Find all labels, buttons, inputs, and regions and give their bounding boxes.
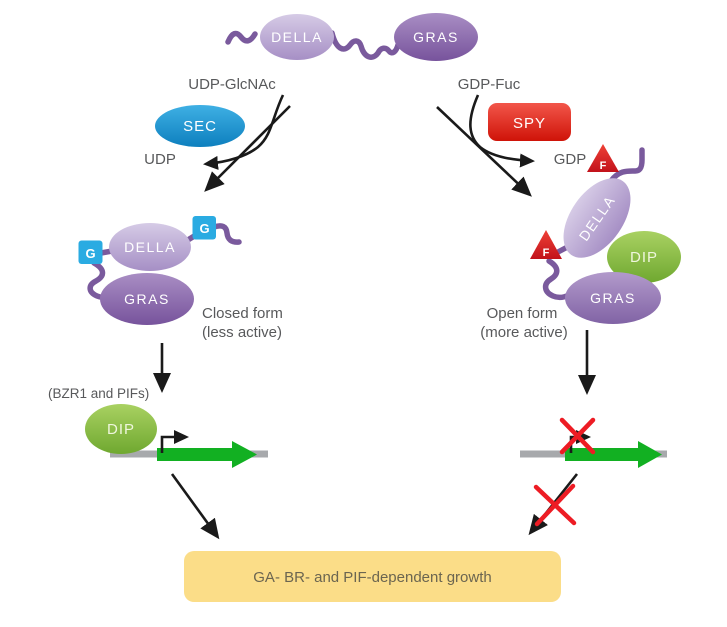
left-promoter-arrow	[160, 430, 189, 453]
open-linker-squiggle	[542, 258, 578, 301]
closed-form-line1: Closed form	[202, 305, 283, 322]
right-promoter-arrow	[569, 430, 591, 453]
bzr1-pifs-note: (BZR1 and PIFs)	[48, 386, 149, 401]
left-reaction: UDP-GlcNAc SEC UDP	[144, 76, 291, 192]
closed-gras-node	[100, 273, 194, 325]
sec-label: SEC	[183, 118, 217, 135]
open-form-line1: Open form	[487, 305, 558, 322]
glcnac-tag-left	[78, 240, 103, 264]
gdp-label: GDP	[554, 151, 587, 168]
glcnac-tag-right	[192, 216, 216, 240]
fucose-tag-bottom	[530, 230, 562, 259]
della-node	[260, 14, 334, 60]
right-gene-schematic	[520, 417, 667, 536]
glcnac-tag-right-label: G	[199, 221, 209, 236]
closed-gras-label: GRAS	[124, 291, 170, 307]
n-terminal-squiggle	[225, 30, 258, 45]
open-dip-label: DIP	[630, 249, 658, 266]
open-hook-squiggle	[608, 147, 645, 184]
gras-node	[394, 13, 478, 61]
open-della-group: DELLA	[563, 178, 631, 258]
open-della-node	[563, 178, 631, 258]
glcnac-tag-left-label: G	[85, 246, 95, 261]
promoter-blocked-x-icon	[559, 417, 596, 455]
della-label: DELLA	[271, 29, 323, 45]
closed-della-label: DELLA	[124, 239, 176, 255]
fucose-tag-top	[587, 144, 619, 172]
outcome-label: GA- BR- and PIF-dependent growth	[253, 569, 491, 586]
spy-enzyme-node	[488, 103, 571, 141]
left-gene-schematic: (BZR1 and PIFs) DIP	[48, 386, 268, 540]
dip-tf-label: DIP	[107, 421, 135, 438]
gras-label: GRAS	[413, 29, 459, 45]
udp-glcnac-label: UDP-GlcNAc	[188, 76, 276, 93]
open-form-line2: (more active)	[480, 324, 568, 341]
growth-blocked-x-icon	[533, 483, 577, 527]
outcome-box: GA- BR- and PIF-dependent growth	[184, 551, 561, 602]
outcome-rect	[184, 551, 561, 602]
closed-form-line2: (less active)	[202, 324, 282, 341]
closed-form-complex: DELLA GRAS G G Closed form (less active)	[78, 216, 283, 393]
top-della-gras-complex: DELLA GRAS	[225, 13, 478, 61]
left-gene-arrow	[157, 441, 257, 468]
open-gras-label: GRAS	[590, 290, 636, 306]
open-form-complex: DELLA DIP GRAS F F Open form (more activ…	[480, 144, 681, 395]
gdp-fuc-label: GDP-Fuc	[458, 76, 521, 93]
della-gras-linker	[329, 30, 401, 60]
closed-tail-squiggle	[211, 223, 242, 245]
left-gene-to-outcome-arrow	[170, 473, 220, 540]
fucose-tag-top-label: F	[600, 160, 607, 172]
right-modification-arrow	[436, 106, 532, 197]
closed-della-node	[109, 223, 191, 271]
left-modification-arrow	[204, 105, 291, 192]
spy-label: SPY	[513, 115, 546, 132]
right-reaction: GDP-Fuc SPY GDP	[436, 76, 587, 197]
udp-label: UDP	[144, 151, 176, 168]
sec-enzyme-node	[155, 105, 245, 147]
dip-tf-node	[85, 404, 157, 454]
right-gene-arrow	[565, 441, 662, 468]
fucose-tag-bottom-label: F	[543, 247, 550, 259]
open-dip-node	[607, 231, 681, 283]
left-reaction-curve-arrow	[203, 94, 285, 170]
open-gras-node	[565, 272, 661, 324]
